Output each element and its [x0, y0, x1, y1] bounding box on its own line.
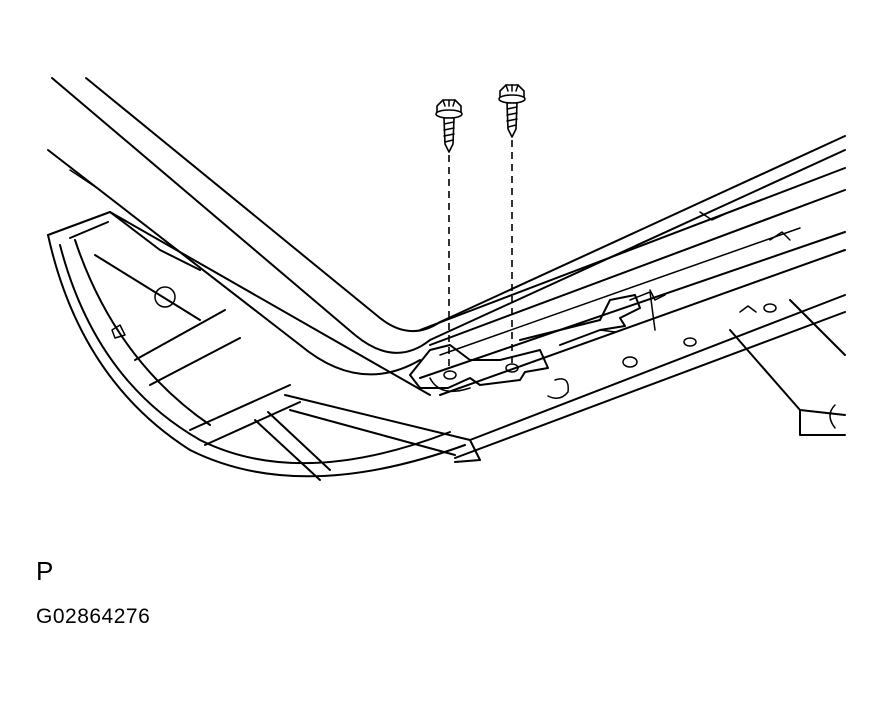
- screw-icon: [498, 84, 526, 138]
- screw-icon: [435, 99, 463, 153]
- corner-gusset: [409, 291, 656, 393]
- view-label: P: [36, 556, 55, 586]
- front-frame: [47, 211, 481, 481]
- lower-bracket: [729, 299, 846, 436]
- side-rail: [419, 167, 846, 459]
- figure-code: G02864276: [36, 605, 151, 628]
